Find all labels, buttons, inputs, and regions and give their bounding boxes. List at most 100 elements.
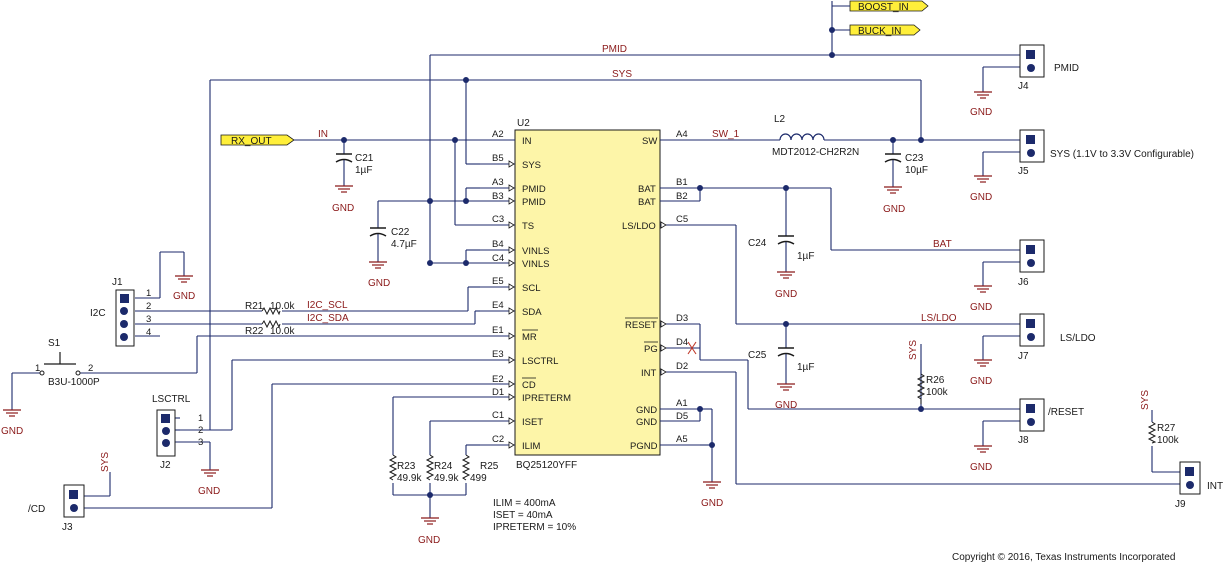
svg-text:D5: D5 xyxy=(676,411,688,422)
capacitor-c21: C21 1µF GND xyxy=(332,153,374,214)
net-label-sys-j3: SYS xyxy=(100,452,111,472)
capacitor-c24: C24 1µF GND xyxy=(748,235,814,300)
copyright-text: Copyright © 2016, Texas Instruments Inco… xyxy=(952,552,1175,563)
svg-text:R25: R25 xyxy=(480,461,499,472)
svg-text:E3: E3 xyxy=(492,349,504,360)
svg-text:R23: R23 xyxy=(397,461,416,472)
svg-text:1µF: 1µF xyxy=(797,251,814,262)
net-label-sys: SYS xyxy=(612,69,632,80)
svg-text:10µF: 10µF xyxy=(905,165,928,176)
svg-text:E5: E5 xyxy=(492,276,504,287)
svg-text:R26: R26 xyxy=(926,375,945,386)
svg-text:GND: GND xyxy=(368,278,390,289)
net-label-ls-ldo: LS/LDO xyxy=(921,313,957,324)
connector-j2: 1 2 3 LSCTRL J2 GND xyxy=(152,394,220,497)
svg-text:PMID: PMID xyxy=(522,184,546,195)
svg-text:J5: J5 xyxy=(1018,166,1029,177)
svg-text:GND: GND xyxy=(332,203,354,214)
svg-text:49.9k: 49.9k xyxy=(434,473,459,484)
svg-text:4: 4 xyxy=(146,327,151,338)
net-label-sys-r27: SYS xyxy=(1140,390,1151,410)
svg-text:B3U-1000P: B3U-1000P xyxy=(48,377,100,388)
net-label-i2c-scl: I2C_SCL xyxy=(307,300,348,311)
svg-text:GND: GND xyxy=(1,426,23,437)
svg-text:LS/LDO: LS/LDO xyxy=(1060,333,1096,344)
svg-text:2: 2 xyxy=(146,301,151,312)
svg-text:D4: D4 xyxy=(676,337,688,348)
svg-text:GND: GND xyxy=(701,498,723,509)
svg-text:GND: GND xyxy=(970,376,992,387)
net-label-bat: BAT xyxy=(933,239,952,250)
svg-text:/RESET: /RESET xyxy=(1048,407,1084,418)
connector-j3: /CD J3 xyxy=(28,484,85,533)
svg-text:3: 3 xyxy=(198,437,203,448)
resistor-r23: R23 49.9k xyxy=(388,454,422,484)
svg-text:49.9k: 49.9k xyxy=(397,473,422,484)
svg-text:10.0k: 10.0k xyxy=(270,326,295,337)
svg-text:J9: J9 xyxy=(1175,499,1186,510)
svg-text:E4: E4 xyxy=(492,300,504,311)
svg-text:B1: B1 xyxy=(676,177,688,188)
svg-text:PG: PG xyxy=(644,344,658,355)
net-flag-rx-out: RX_OUT xyxy=(220,134,295,147)
svg-text:2: 2 xyxy=(88,363,93,374)
svg-text:BUCK_IN: BUCK_IN xyxy=(858,26,901,37)
svg-text:J8: J8 xyxy=(1018,435,1029,446)
svg-text:SYS (1.1V to 3.3V Configurable: SYS (1.1V to 3.3V Configurable) xyxy=(1050,149,1194,160)
svg-text:C3: C3 xyxy=(492,214,504,225)
connector-j1: 1 2 3 4 J1 I2C GND xyxy=(90,275,195,347)
svg-text:C23: C23 xyxy=(905,153,924,164)
svg-text:ILIM = 400mA: ILIM = 400mA xyxy=(493,498,556,509)
svg-text:ILIM: ILIM xyxy=(522,441,541,452)
svg-text:B5: B5 xyxy=(492,153,504,164)
svg-text:GND: GND xyxy=(636,405,657,416)
net-label-pmid: PMID xyxy=(602,44,627,55)
svg-text:TS: TS xyxy=(522,221,534,232)
svg-text:MR: MR xyxy=(522,332,537,343)
svg-text:A2: A2 xyxy=(492,129,504,140)
svg-text:1: 1 xyxy=(146,288,151,299)
svg-text:GND: GND xyxy=(775,400,797,411)
net-label-sys-r26: SYS xyxy=(908,340,919,360)
svg-text:2: 2 xyxy=(198,425,203,436)
svg-text:B3: B3 xyxy=(492,191,504,202)
connector-j7: LS/LDO J7 GND xyxy=(970,313,1096,387)
gnd-ic: GND xyxy=(701,481,723,509)
svg-text:E1: E1 xyxy=(492,325,504,336)
svg-text:C2: C2 xyxy=(492,434,504,445)
svg-text:C25: C25 xyxy=(748,350,767,361)
svg-text:VINLS: VINLS xyxy=(522,259,549,270)
svg-text:1: 1 xyxy=(35,363,40,374)
svg-text:MDT2012-CH2R2N: MDT2012-CH2R2N xyxy=(772,147,859,158)
svg-text:C22: C22 xyxy=(391,227,410,238)
svg-text:GND: GND xyxy=(198,486,220,497)
svg-text:D2: D2 xyxy=(676,361,688,372)
svg-text:499: 499 xyxy=(470,473,487,484)
svg-text:3: 3 xyxy=(146,314,151,325)
svg-text:4.7µF: 4.7µF xyxy=(391,239,417,250)
svg-text:GND: GND xyxy=(970,462,992,473)
connector-j9: INT J9 xyxy=(1175,461,1223,510)
svg-text:SW: SW xyxy=(642,136,657,147)
svg-text:LS/LDO: LS/LDO xyxy=(622,221,656,232)
svg-text:R24: R24 xyxy=(434,461,453,472)
svg-text:J3: J3 xyxy=(62,522,73,533)
svg-text:B2: B2 xyxy=(676,191,688,202)
